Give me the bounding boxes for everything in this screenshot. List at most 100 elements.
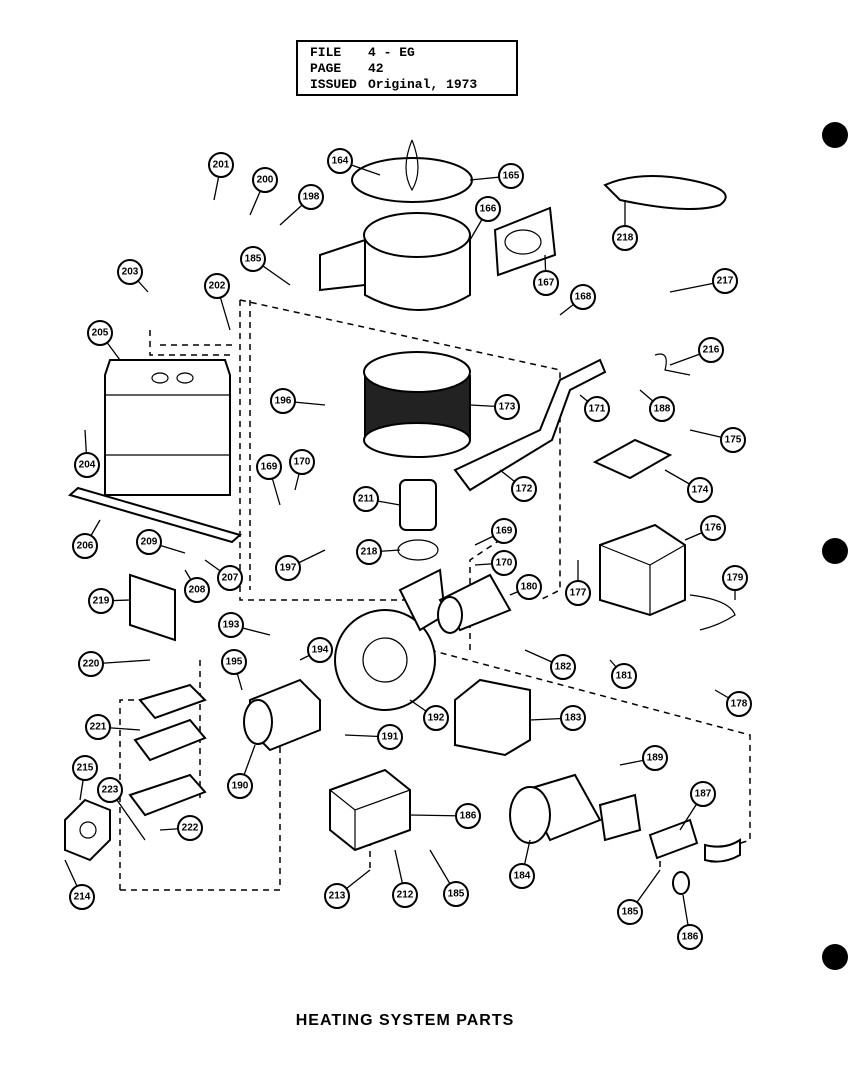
callout-209: 209	[136, 529, 162, 555]
callout-number: 209	[141, 537, 158, 548]
callout-circle	[687, 477, 713, 503]
callout-192: 192	[423, 705, 449, 731]
callout-number: 222	[182, 823, 199, 834]
callout-173: 173	[494, 394, 520, 420]
callout-circle	[565, 580, 591, 606]
callout-211: 211	[353, 486, 379, 512]
callout-circle	[117, 259, 143, 285]
callout-218: 218	[612, 225, 638, 251]
callout-number: 217	[717, 276, 734, 287]
callout-219: 219	[88, 588, 114, 614]
callout-number: 211	[358, 494, 375, 505]
callout-186: 186	[455, 803, 481, 829]
callout-circle	[611, 663, 637, 689]
callout-number: 202	[209, 281, 226, 292]
ignition-transformer	[243, 678, 321, 752]
callout-circle	[69, 884, 95, 910]
callout-circle	[533, 270, 559, 296]
callout-circle	[455, 803, 481, 829]
flue-cover	[454, 678, 531, 757]
callout-number: 198	[303, 192, 320, 203]
callout-number: 221	[90, 722, 107, 733]
callout-circle	[218, 612, 244, 638]
page-label: PAGE	[310, 61, 342, 76]
callout-number: 197	[280, 563, 297, 574]
callout-221: 221	[85, 714, 111, 740]
callout-circle	[184, 577, 210, 603]
callout-circle	[511, 476, 537, 502]
callout-185: 185	[617, 899, 643, 925]
callout-184: 184	[509, 863, 535, 889]
tank-strap	[67, 486, 243, 544]
callout-circle	[443, 881, 469, 907]
callout-circle	[700, 515, 726, 541]
callout-circle	[72, 533, 98, 559]
callout-number: 194	[312, 645, 329, 656]
gas-valve	[329, 768, 411, 852]
callout-170: 170	[491, 550, 517, 576]
binder-hole-middle	[822, 538, 848, 564]
callout-number: 205	[92, 328, 109, 339]
callout-number: 187	[695, 789, 712, 800]
issued-label: ISSUED	[310, 77, 357, 92]
callout-number: 207	[222, 573, 239, 584]
callout-number: 180	[521, 582, 538, 593]
callout-212: 212	[392, 882, 418, 908]
callout-167: 167	[533, 270, 559, 296]
callout-195: 195	[221, 649, 247, 675]
callout-circle	[275, 555, 301, 581]
callout-circle	[136, 529, 162, 555]
callout-number: 204	[79, 460, 96, 471]
file-value: 4 - EG	[368, 45, 415, 60]
callout-number: 185	[622, 907, 639, 918]
callout-185: 185	[443, 881, 469, 907]
diagram-title: HEATING SYSTEM PARTS	[295, 1012, 515, 1029]
callout-169: 169	[491, 518, 517, 544]
callout-205: 205	[87, 320, 113, 346]
callout-number: 213	[329, 891, 346, 902]
callout-number: 169	[261, 462, 278, 473]
callout-189: 189	[642, 745, 668, 771]
callout-176: 176	[700, 515, 726, 541]
callout-198: 198	[298, 184, 324, 210]
mount-brackets	[128, 573, 207, 817]
callout-190: 190	[227, 773, 253, 799]
callout-203: 203	[117, 259, 143, 285]
callout-201: 201	[208, 152, 234, 178]
callout-circle	[356, 539, 382, 565]
callout-168: 168	[570, 284, 596, 310]
callout-number: 179	[727, 573, 744, 584]
callout-circle	[78, 651, 104, 677]
callout-166: 166	[475, 196, 501, 222]
binder-hole-top	[822, 122, 848, 148]
callout-circle	[423, 705, 449, 731]
callout-number: 191	[382, 732, 399, 743]
callout-circle	[85, 714, 111, 740]
callout-220: 220	[78, 651, 104, 677]
gasket-plate	[493, 206, 557, 277]
callout-191: 191	[377, 724, 403, 750]
callout-number: 203	[122, 267, 139, 278]
callout-circle	[256, 454, 282, 480]
callout-182: 182	[550, 654, 576, 680]
callout-194: 194	[307, 637, 333, 663]
callout-213: 213	[324, 883, 350, 909]
exhaust-pipe	[453, 358, 607, 492]
callout-number: 214	[74, 892, 91, 903]
callout-circle	[307, 637, 333, 663]
callout-223: 223	[97, 777, 123, 803]
callout-circle	[204, 273, 230, 299]
ring-gasket	[672, 871, 690, 895]
callout-number: 177	[570, 588, 587, 599]
page-value: 42	[368, 61, 384, 76]
blower-housing	[334, 568, 447, 711]
callout-number: 183	[565, 713, 582, 724]
callout-207: 207	[217, 565, 243, 591]
callout-circle	[475, 196, 501, 222]
callout-circle	[240, 246, 266, 272]
callout-circle	[498, 163, 524, 189]
callout-circle	[712, 268, 738, 294]
callout-number: 164	[332, 156, 349, 167]
callout-number: 188	[654, 404, 671, 415]
